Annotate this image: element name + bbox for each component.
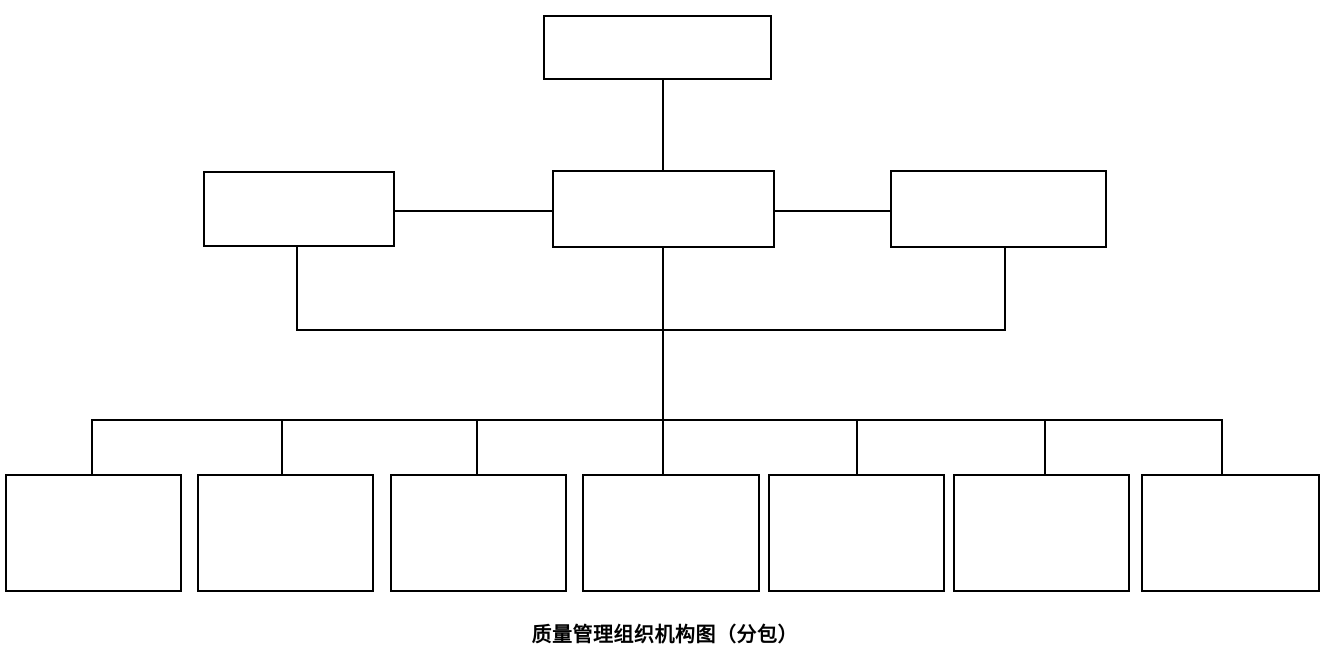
connector-mid-bus: [296, 329, 1006, 331]
connector-bottom-bus: [91, 419, 1222, 421]
connector-bottom-drop: [1044, 419, 1046, 474]
connector-bottom-drop: [1221, 419, 1223, 474]
chart-caption: 质量管理组织机构图（分包）: [531, 624, 799, 646]
connector-bottom-drop: [281, 419, 283, 474]
node-level2[interactable]: [203, 171, 395, 247]
connector-bottom-drop: [476, 419, 478, 474]
connector-level2-left-link: [395, 210, 552, 212]
connector-top-stem: [662, 80, 664, 170]
node-level3[interactable]: [953, 474, 1130, 592]
node-level3[interactable]: [5, 474, 182, 592]
connector-right-drop: [1004, 248, 1006, 330]
node-level3[interactable]: [197, 474, 374, 592]
connector-bottom-drop: [856, 419, 858, 474]
connector-bottom-drop: [91, 419, 93, 474]
node-level2[interactable]: [552, 170, 775, 248]
node-level3[interactable]: [1141, 474, 1320, 592]
node-top[interactable]: [543, 15, 772, 80]
connector-center-spine: [662, 248, 664, 474]
node-level3[interactable]: [768, 474, 945, 592]
node-level3[interactable]: [390, 474, 567, 592]
node-level2[interactable]: [890, 170, 1107, 248]
connector-left-drop: [296, 247, 298, 330]
connector-level2-right-link: [775, 210, 890, 212]
node-level3[interactable]: [582, 474, 760, 592]
